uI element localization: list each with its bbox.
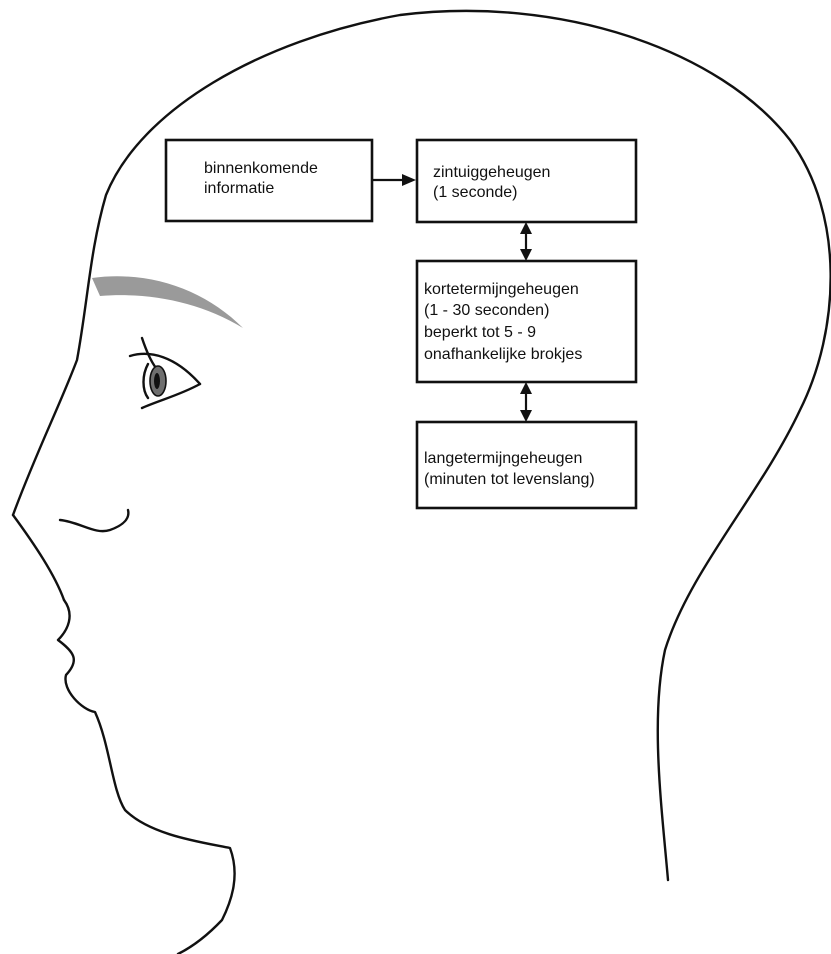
box-sensory-line-2: (1 seconde) bbox=[433, 184, 518, 201]
box-long-term-line-1: langetermijngeheugen bbox=[424, 450, 582, 467]
nostril-line bbox=[58, 508, 130, 533]
box-sensory-line-1: zintuiggeheugen bbox=[433, 164, 550, 181]
eyebrow bbox=[92, 276, 243, 328]
box-short-term-line-3: beperkt tot 5 - 9 bbox=[424, 324, 536, 341]
box-sensory-memory: zintuiggeheugen (1 seconde) bbox=[415, 138, 638, 224]
arrow-incoming-to-sensory bbox=[372, 174, 416, 186]
box-short-term-memory: kortetermijngeheugen (1 - 30 seconden) b… bbox=[415, 259, 638, 384]
box-short-term-line-1: kortetermijngeheugen bbox=[424, 281, 579, 298]
lips-chin-outline bbox=[56, 598, 236, 954]
head-profile-outline bbox=[11, 9, 831, 882]
arrow-short-term-long-term bbox=[520, 382, 532, 422]
box-incoming-line-1: binnenkomende bbox=[204, 160, 318, 177]
arrow-sensory-short-term bbox=[520, 222, 532, 261]
box-long-term-memory: langetermijngeheugen (minuten tot levens… bbox=[415, 420, 638, 510]
box-long-term-line-2: (minuten tot levenslang) bbox=[424, 471, 595, 488]
box-incoming-information: binnenkomende informatie bbox=[164, 138, 374, 223]
box-incoming-line-2: informatie bbox=[204, 180, 274, 197]
box-short-term-line-4: onafhankelijke brokjes bbox=[424, 346, 582, 363]
eye-icon bbox=[128, 336, 202, 410]
box-short-term-line-2: (1 - 30 seconden) bbox=[424, 302, 549, 319]
nose-outline bbox=[11, 513, 66, 602]
